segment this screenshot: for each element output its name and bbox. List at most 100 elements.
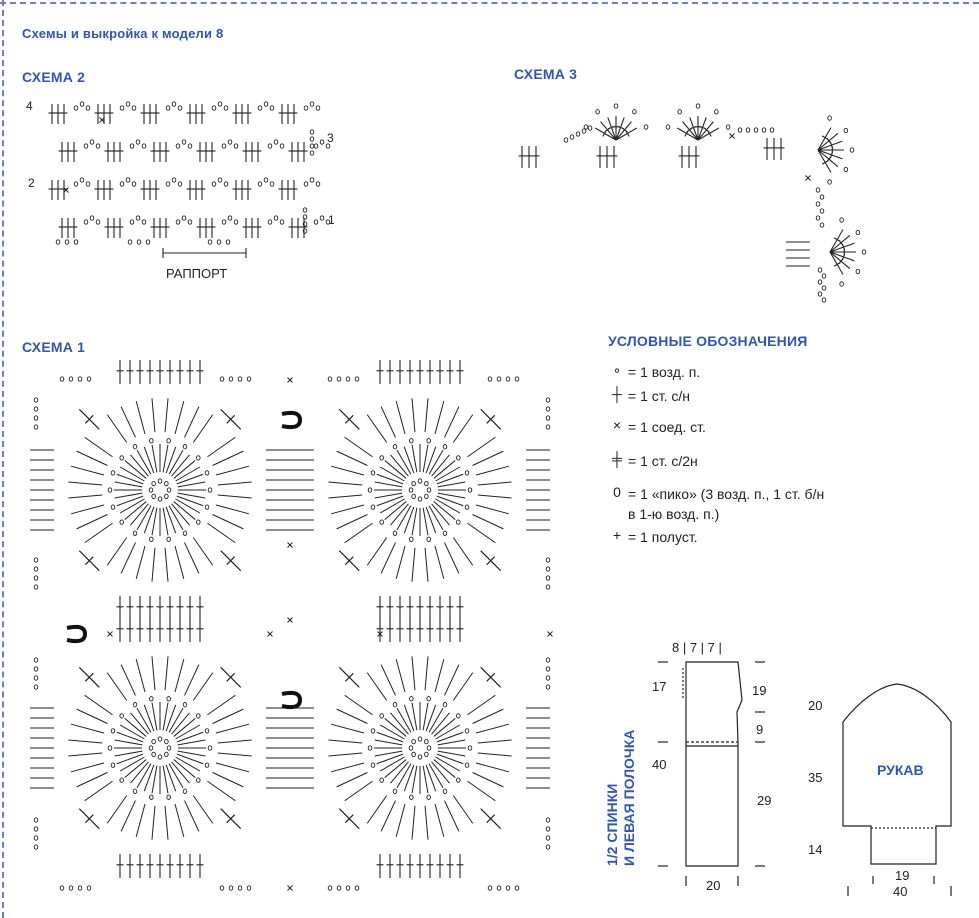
slip-stitch-mark	[63, 187, 69, 193]
stitch-line	[171, 503, 190, 526]
chain-stitch-mark	[467, 745, 473, 751]
chain-stitch-mark	[83, 219, 89, 225]
stitch-line	[403, 764, 415, 792]
slip-stitch-mark	[107, 631, 113, 637]
stitch-line	[452, 795, 474, 824]
stitch-line	[130, 761, 149, 784]
chain-stitch-mark	[151, 738, 156, 745]
stitch-line	[114, 750, 143, 757]
chain-stitch-mark	[204, 762, 210, 768]
chain-stitch-mark	[379, 455, 384, 461]
stitch-line	[395, 401, 406, 435]
stitch-line	[215, 723, 249, 734]
chain-stitch-mark	[129, 219, 135, 225]
chain-stitch-mark	[33, 666, 39, 672]
legend-title: УСЛОВНЫЕ ОБОЗНАЧЕНИЯ	[608, 333, 808, 349]
chain-stitch-mark	[815, 187, 821, 193]
chain-stitch-icon: ∘	[612, 362, 622, 378]
stitch-line	[120, 800, 136, 832]
chain-stitch-mark	[827, 115, 832, 121]
chain-stitch-mark	[769, 127, 775, 133]
stitch-line	[215, 762, 249, 773]
stitch-line	[226, 672, 236, 682]
stitch-line	[165, 446, 177, 474]
chain-stitch-mark	[315, 105, 321, 111]
chain-stitch-mark	[761, 127, 767, 133]
chain-stitch-mark	[132, 530, 138, 536]
slip-stitch-mark	[267, 631, 273, 637]
chain-stitch-mark	[165, 105, 171, 111]
stitch-line	[68, 739, 103, 744]
sleeve-left-mid: 35	[808, 770, 823, 785]
chain-stitch-mark	[132, 702, 138, 708]
slip-stitch-mark	[805, 175, 811, 181]
chain-stitch-mark	[263, 177, 269, 183]
chain-stitch-mark	[595, 109, 600, 115]
stitch-line	[444, 406, 460, 438]
stitch-line	[120, 664, 136, 696]
stitch-line	[477, 481, 512, 486]
stitch-line	[120, 406, 136, 438]
chain-stitch-mark	[370, 728, 376, 734]
stitch-line	[477, 494, 512, 499]
stitch-line	[411, 398, 416, 433]
back-right-main: 29	[757, 793, 772, 808]
stitch-line	[403, 446, 415, 474]
stitch-line	[119, 498, 145, 514]
dc-stitch-mark	[615, 117, 625, 141]
stitch-line	[84, 522, 113, 544]
stitch-line	[344, 694, 373, 716]
chain-stitch-mark	[408, 487, 414, 493]
stitch-line	[68, 752, 103, 757]
dc-stitch-mark	[829, 251, 844, 275]
chain-stitch-mark	[309, 136, 315, 142]
stitch-line	[336, 708, 368, 724]
stitch-line	[435, 498, 461, 514]
slip-stitch-mark	[287, 377, 293, 383]
chain-stitch-mark	[545, 406, 551, 412]
stitch-line	[433, 718, 456, 737]
stitch-line	[331, 465, 365, 476]
stitch-line	[436, 473, 464, 485]
chain-stitch-mark	[545, 566, 551, 572]
stitch-line	[467, 436, 496, 458]
dc-stitch-mark	[817, 149, 839, 168]
dc-stitch-mark	[829, 251, 855, 262]
dc-stitch-mark	[707, 130, 712, 137]
stitch-line	[444, 542, 460, 574]
back-right-mid: 9	[756, 722, 764, 737]
stitch-line	[114, 481, 143, 488]
stitch-line	[344, 780, 373, 802]
chain-stitch-mark	[545, 675, 551, 681]
stitch-line	[165, 506, 177, 534]
stitch-line	[452, 414, 474, 443]
stitch-line	[425, 446, 437, 474]
stitch-line	[328, 494, 363, 499]
stitch-line	[116, 473, 144, 485]
stitch-line	[207, 522, 236, 544]
stitch-line	[71, 465, 105, 476]
chain-stitch-mark	[77, 885, 83, 891]
stitch-line	[467, 522, 496, 544]
stitch-line	[217, 739, 252, 744]
chain-stitch-mark	[225, 239, 231, 245]
chain-stitch-mark	[166, 536, 171, 542]
chain-stitch-mark	[367, 745, 373, 751]
chain-stitch-mark	[411, 493, 416, 500]
chain-stitch-mark	[79, 177, 85, 183]
stitch-line	[184, 664, 200, 696]
chain-stitch-mark	[545, 826, 551, 832]
stitch-line	[366, 537, 388, 566]
chain-stitch-mark	[33, 844, 39, 850]
chain-stitch-mark	[95, 219, 101, 225]
stitch-line	[136, 449, 152, 475]
stitch-line	[433, 759, 456, 778]
chain-stitch-mark	[843, 127, 849, 134]
chain-stitch-mark	[279, 219, 285, 225]
chain-stitch-mark	[569, 134, 575, 140]
stitch-line	[428, 707, 444, 733]
stitch-line	[106, 414, 128, 443]
stitch-line	[336, 514, 368, 530]
chain-stitch-mark	[196, 777, 201, 783]
back-right-top: 19	[752, 683, 767, 698]
